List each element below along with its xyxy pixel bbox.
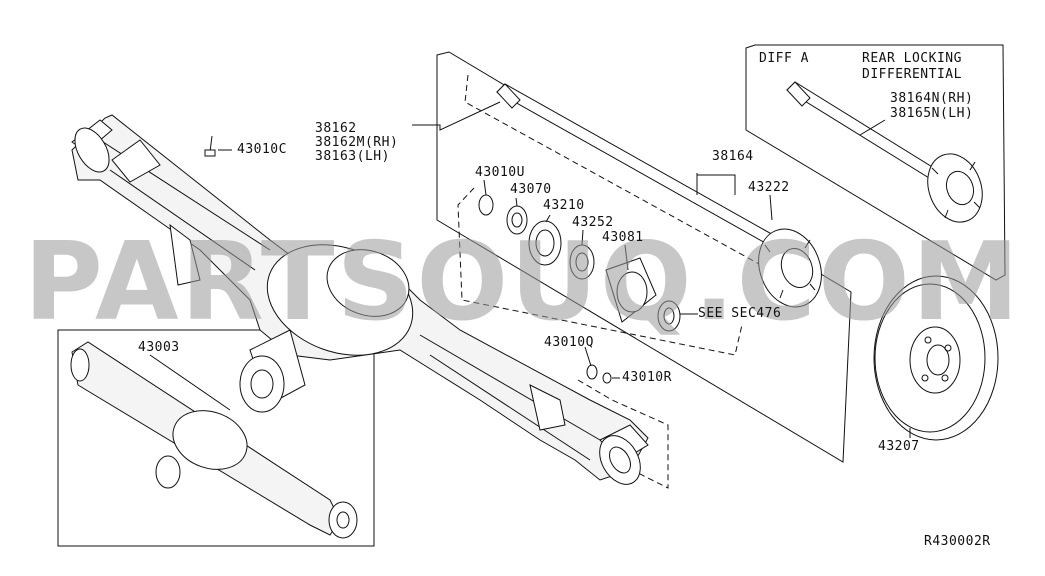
callout-43210: 43210 xyxy=(543,198,585,213)
snap-ring-43010u xyxy=(478,194,494,216)
callout-see-sec476: SEE SEC476 xyxy=(698,306,782,321)
callout-43010r: 43010R xyxy=(622,370,672,385)
callout-43222: 43222 xyxy=(748,180,790,195)
nut-43010q xyxy=(586,364,598,380)
callout-38165n: 38165N(LH) xyxy=(890,106,974,121)
diff-a-group-frame xyxy=(745,44,1006,281)
leader-38164n xyxy=(859,119,886,136)
callout-43207: 43207 xyxy=(878,439,920,454)
callout-38162m: 38162M(RH) xyxy=(315,135,399,150)
axle-shaft-38162 xyxy=(496,83,822,308)
inset-assembly-frame xyxy=(57,329,375,547)
stud-43010c xyxy=(204,135,216,157)
leader-43003 xyxy=(149,354,231,411)
callout-43010q: 43010Q xyxy=(544,335,594,350)
label-rear-locking: REAR LOCKING xyxy=(862,51,962,66)
leader-43252 xyxy=(581,229,584,246)
leader-43210 xyxy=(545,214,551,223)
abs-ring xyxy=(657,300,681,332)
watermark: PARTSOUQ.COM xyxy=(23,220,1022,345)
leader-43222 xyxy=(769,194,773,221)
drawing-code: R430002R xyxy=(924,534,991,549)
leader-43081 xyxy=(624,244,629,271)
axle-shaft-38164n xyxy=(786,81,983,223)
callout-38164n: 38164N(RH) xyxy=(890,91,974,106)
callout-38164: 38164 xyxy=(712,149,754,164)
callout-43003: 43003 xyxy=(138,340,180,355)
leader-43010u xyxy=(483,179,487,196)
label-differential: DIFFERENTIAL xyxy=(862,67,962,82)
axle-housing xyxy=(71,114,649,485)
flange-dashed-outline xyxy=(577,379,669,489)
callout-38162: 38162 xyxy=(315,121,357,136)
label-diff-a: DIFF A xyxy=(759,51,809,66)
callout-43010c: 43010C xyxy=(237,142,287,157)
washer-43010r xyxy=(602,372,612,384)
bearing-dashed-outline xyxy=(457,187,743,356)
callout-43252: 43252 xyxy=(572,215,614,230)
callout-43010u: 43010U xyxy=(475,165,525,180)
retainer-43081 xyxy=(605,257,657,323)
bearing-43210 xyxy=(528,220,562,266)
leader-38164-b xyxy=(697,174,736,195)
shaft-group-frame xyxy=(436,51,852,463)
leader-38162 xyxy=(412,101,501,131)
leader-43070 xyxy=(515,197,518,207)
callout-43081: 43081 xyxy=(602,230,644,245)
leader-43010q xyxy=(584,346,592,367)
callout-38163: 38163(LH) xyxy=(315,149,390,164)
callout-43070: 43070 xyxy=(510,182,552,197)
brake-rotor-43207 xyxy=(873,275,999,441)
inset-axle-assembly xyxy=(70,341,358,539)
